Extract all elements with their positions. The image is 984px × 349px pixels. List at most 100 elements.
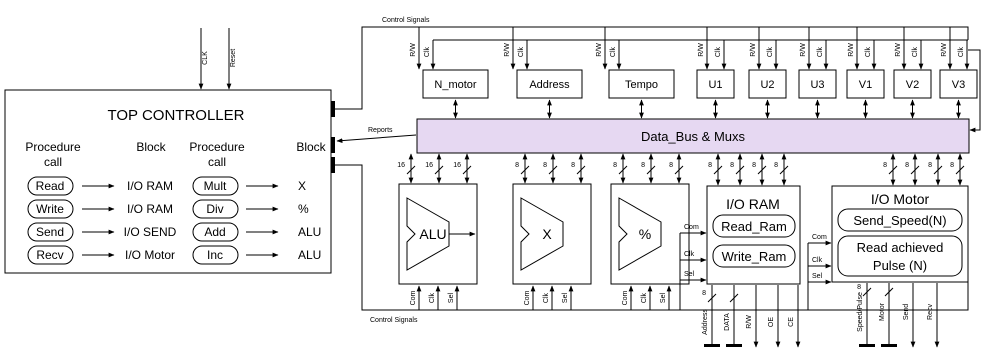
control-signals-bottom-label: Control Signals — [370, 317, 418, 324]
bus-width-slash — [434, 165, 444, 175]
bus-width-label: 8 — [905, 162, 909, 169]
register-box — [846, 69, 885, 99]
bus-width-label: 8 — [857, 284, 861, 291]
send-speed-pill — [837, 208, 963, 232]
bus-width-label: 8 — [928, 162, 932, 169]
bus-width-label: 8 — [613, 162, 617, 169]
control-signals-top-label: Control Signals — [382, 17, 430, 24]
bus-width-slash — [955, 165, 965, 175]
register-label: U3 — [810, 79, 824, 91]
read-pulse-label-2: Pulse (N) — [873, 258, 927, 273]
alu-control-label: Clk — [641, 292, 648, 303]
register-box — [696, 69, 735, 99]
ram-output-label: Address — [702, 309, 709, 335]
io-ram-title: I/O RAM — [726, 196, 780, 212]
block-label: I/O SEND — [124, 225, 177, 239]
alu-label: ALU — [419, 226, 446, 242]
block-label: I/O RAM — [127, 202, 173, 216]
bus-width-slash — [462, 165, 472, 175]
proc-label: Add — [204, 225, 225, 239]
register-rw-label: R/W — [800, 43, 807, 57]
ram-output-label: CE — [788, 317, 795, 327]
bus-width-slash — [618, 165, 628, 175]
control-signals-bottom-line — [335, 164, 969, 311]
controller-port-bottom — [331, 157, 335, 173]
register-clk-label: Clk — [865, 46, 872, 57]
alu-control-label: Com — [410, 290, 417, 305]
register-box — [798, 69, 837, 99]
motor-output-label: Speed/Pulse — [857, 292, 864, 332]
bus-width-label: 16 — [397, 162, 405, 169]
top-controller-title: TOP CONTROLLER — [108, 107, 245, 124]
read-pulse-pill — [837, 235, 963, 277]
ram-output-label: OE — [768, 317, 775, 327]
ram-output-bar — [704, 344, 720, 347]
register-rw-label: R/W — [504, 43, 511, 57]
bus-width-label: 8 — [950, 162, 954, 169]
alu-control-label: Sel — [562, 293, 569, 304]
bus-width-label: 8 — [571, 162, 575, 169]
motor-output-label: Motor — [879, 302, 886, 321]
motor-side-label: Sel — [812, 273, 823, 280]
proc-label: Send — [36, 225, 64, 239]
col-header-proc2-line1: Procedure — [189, 140, 245, 154]
read-pulse-label-1: Read achieved — [857, 240, 944, 255]
bus-width-label: 8 — [669, 162, 673, 169]
register-clk-label: Clk — [610, 46, 617, 57]
block-label: I/O RAM — [127, 179, 173, 193]
data-bus-box — [416, 118, 970, 154]
proc-pill-read — [27, 176, 74, 196]
bus-width-slash — [729, 293, 739, 303]
col-header-proc2-line2: call — [208, 155, 226, 169]
register-label: N_motor — [434, 79, 477, 91]
bus-width-label: 8 — [641, 162, 645, 169]
block-label: ALU — [298, 225, 321, 239]
bus-width-label: 8 — [708, 162, 712, 169]
bus-width-label: 8 — [752, 162, 756, 169]
alu-symbol — [406, 197, 450, 271]
motor-side-label: Com — [812, 234, 827, 241]
register-clk-label: Clk — [424, 46, 431, 57]
register-box — [516, 69, 583, 99]
proc-label: Read — [36, 179, 65, 193]
register-rw-label: R/W — [848, 43, 855, 57]
bus-width-slash — [757, 165, 767, 175]
register-clk-label: Clk — [958, 46, 965, 57]
ram-side-label: Com — [684, 224, 699, 231]
register-box — [422, 69, 489, 99]
proc-label: Recv — [36, 248, 63, 262]
motor-output-bar — [859, 344, 875, 347]
alu-label: % — [639, 226, 651, 242]
proc-pill-inc — [192, 245, 239, 265]
bus-width-slash — [548, 165, 558, 175]
write-ram-label: Write_Ram — [722, 249, 787, 264]
register-rw-label: R/W — [698, 43, 705, 57]
bus-width-slash — [520, 165, 530, 175]
register-label: Tempo — [625, 79, 658, 91]
bus-width-label: 8 — [543, 162, 547, 169]
proc-pill-div — [192, 199, 239, 219]
col-header-proc1-line1: Procedure — [25, 140, 81, 154]
register-box — [748, 69, 787, 99]
col-header-proc1-line2: call — [44, 155, 62, 169]
block-label: X — [298, 179, 306, 193]
register-box — [608, 69, 675, 99]
send-speed-label: Send_Speed(N) — [853, 213, 946, 228]
block-label: I/O Motor — [125, 248, 175, 262]
data-bus-label: Data_Bus & Muxs — [641, 129, 746, 144]
motor-output-bar — [881, 344, 897, 347]
clk-input-label: CLK — [202, 51, 209, 65]
proc-label: Write — [36, 202, 64, 216]
motor-output-label: Recv — [927, 304, 934, 320]
register-clk-label: Clk — [912, 46, 919, 57]
bus-width-slash — [884, 287, 894, 297]
bus-width-slash — [707, 293, 717, 303]
register-clk-label: Clk — [518, 46, 525, 57]
bus-width-slash — [933, 165, 943, 175]
col-header-block1: Block — [136, 140, 166, 154]
alu-control-label: Sel — [660, 293, 667, 304]
alu-control-label: Clk — [429, 292, 436, 303]
